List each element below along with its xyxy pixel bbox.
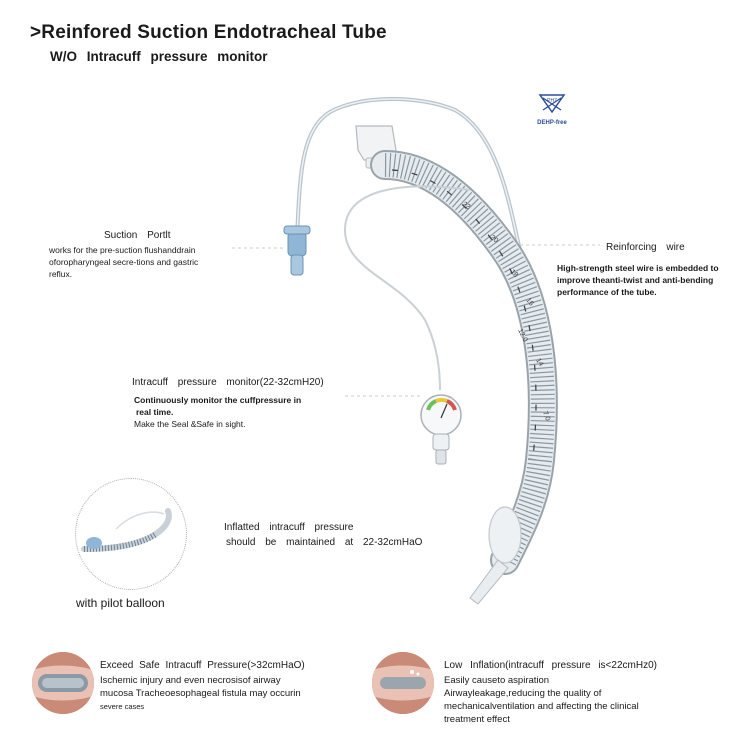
low-inflation-image [372, 652, 434, 714]
exceed-panel-line: mucosa Tracheoesophageal fistula may occ… [100, 688, 301, 699]
low-panel-line: Easily causeto aspiration [444, 675, 550, 686]
low-panel-line: treatment effect [444, 714, 510, 725]
tube-marking: 18 [509, 269, 520, 280]
pressure-monitor-description: Continuously monitor the cuffpressure in… [134, 394, 344, 430]
logo-label: DEHP-free [537, 120, 567, 126]
inflated-note-line1: Inflatted intracuff pressure [224, 522, 354, 533]
low-panel-line: Airwayleakage,reducing the quality of [444, 688, 602, 699]
pilot-balloon-image [81, 508, 172, 552]
tube-tip [469, 559, 509, 605]
tube-marking: 7.0 [541, 410, 551, 422]
reinforcing-wire-description: High-strength steel wire is embedded to … [557, 262, 739, 298]
tube-marking: 14 [534, 357, 544, 367]
pressure-monitor-line: real time. [136, 407, 174, 417]
reinforcing-wire-line: High-strength steel wire is embedded to [557, 263, 719, 273]
low-panel-line: mechanicalventilation and affecting the … [444, 701, 639, 712]
pilot-line [343, 185, 471, 391]
reinforcing-wire-heading: Reinforcing wire [606, 242, 685, 253]
exceed-panel-heading: Exceed Safe Intracuff Pressure(>32cmHaO) [100, 660, 305, 671]
tube-marking: 22 [461, 201, 471, 211]
reinforcing-wire-line: performance of the tube. [557, 287, 657, 297]
dehp-free-icon: PH7 [538, 94, 566, 114]
logo-mark: PH7 [547, 98, 557, 104]
pilot-balloon-caption: with pilot balloon [76, 596, 165, 610]
pressure-monitor-heading: Intracuff pressure monitor(22-32cmH20) [132, 377, 324, 388]
exceed-panel-description: Ischemic injury and even necrosisof airw… [100, 674, 340, 713]
exceed-pressure-image [32, 652, 94, 714]
exceed-panel-line: Ischemic injury and even necrosisof airw… [100, 675, 281, 686]
tube-cuff [488, 506, 522, 564]
reinforcing-wire-line: improve theanti-twist and anti-bending [557, 275, 714, 285]
pressure-monitor-line: Make the Seal &Safe in sight. [134, 419, 246, 429]
suction-port-description: works for the pre-suction flushanddrain … [49, 244, 249, 280]
pilot-balloon-inset [75, 478, 187, 590]
tissue-cross-section-icon [32, 652, 94, 714]
tissue-cross-section-icon [372, 652, 434, 714]
suction-port-line: oforopharyngeal secre-tions and gastric [49, 257, 199, 267]
suction-port-line: reflux. [49, 269, 73, 279]
tube-marking: 16 [524, 297, 534, 308]
low-panel-heading: Low Inflation(intracuff pressure is<22cm… [444, 660, 657, 671]
suction-port [287, 231, 307, 257]
suction-port-line: works for the pre-suction flushanddrain [49, 245, 196, 255]
page-subtitle: W/O Intracuff pressure monitor [50, 49, 268, 64]
reinforcing-wire [384, 153, 555, 566]
suction-port-heading: Suction Portlt [104, 230, 171, 241]
page-title: >Reinfored Suction Endotracheal Tube [30, 22, 387, 43]
exceed-panel-footnote: severe cases [100, 702, 145, 711]
pressure-monitor-line: Continuously monitor the cuffpressure in [134, 395, 302, 405]
low-panel-description: Easily causeto aspiration Airwayleakage,… [444, 674, 704, 726]
tube-marking: 20 [489, 234, 500, 244]
inflated-note-line2: should be maintained at 22-32cmHaO [226, 537, 423, 548]
dehp-free-logo: PH7 DEHP-free [532, 92, 572, 126]
